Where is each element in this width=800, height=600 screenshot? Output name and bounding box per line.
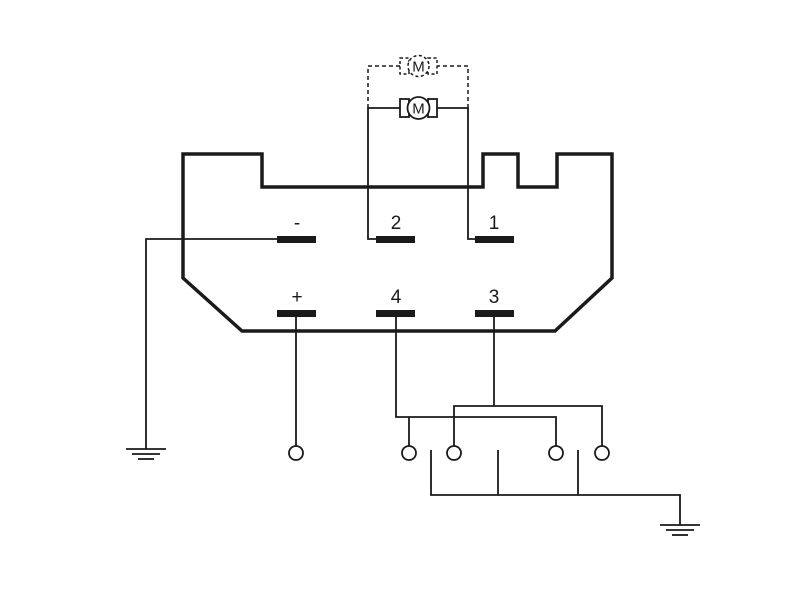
terminal-circle-icon xyxy=(288,445,304,461)
terminal-pad-2 xyxy=(376,236,415,243)
terminal-pad-neg xyxy=(277,236,316,243)
motor-alt-icon: M xyxy=(399,54,438,78)
wire-pin3-bus xyxy=(453,405,603,446)
terminal-label-neg: - xyxy=(294,213,300,234)
switch-contact-icon xyxy=(594,445,610,461)
terminal-label-1: 1 xyxy=(489,213,500,234)
motor-alt-wiring xyxy=(367,65,469,108)
terminal-pad-pos xyxy=(277,310,316,317)
switch-common-bus xyxy=(430,450,681,525)
wire-pin4 xyxy=(395,317,557,446)
terminal-pad-1 xyxy=(475,236,514,243)
terminal-label-pos: + xyxy=(291,287,302,308)
switch-contact-icon xyxy=(401,445,417,461)
switch-contact-icon xyxy=(548,445,564,461)
terminal-pad-4 xyxy=(376,310,415,317)
ground-wire-neg xyxy=(145,238,277,449)
terminal-pad-3 xyxy=(475,310,514,317)
terminal-label-2: 2 xyxy=(391,213,402,234)
connector-housing xyxy=(181,152,614,333)
ground-icon xyxy=(126,448,166,460)
terminal-label-4: 4 xyxy=(391,287,402,308)
ground-icon xyxy=(660,524,700,536)
motor-icon: M xyxy=(399,96,438,120)
motor-wiring xyxy=(367,107,475,240)
switch-contact-icon xyxy=(446,445,462,461)
motor-label: M xyxy=(412,101,425,118)
motor-alt-label: M xyxy=(412,59,425,76)
terminal-label-3: 3 xyxy=(489,287,500,308)
